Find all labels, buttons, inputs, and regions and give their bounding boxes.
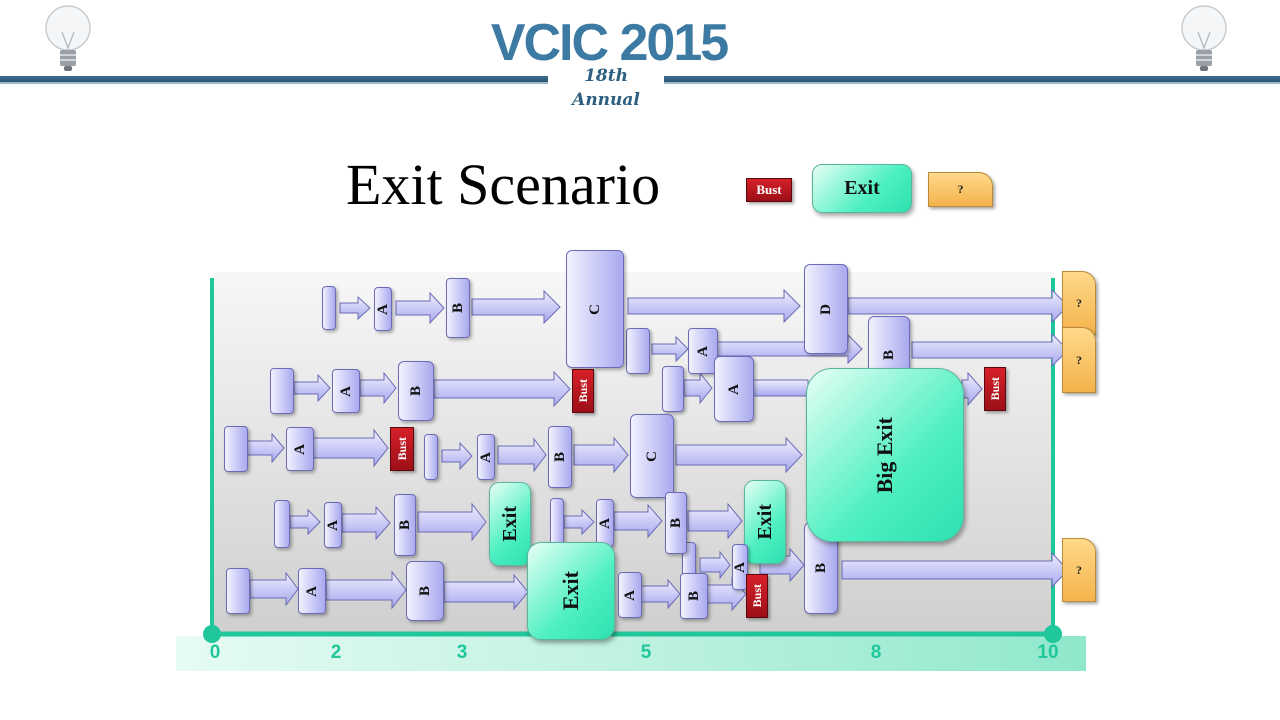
entry-bar xyxy=(550,498,564,548)
stage-a: A xyxy=(596,499,614,547)
legend-unknown: ? xyxy=(928,172,993,207)
arrow xyxy=(751,379,809,397)
arrow xyxy=(471,289,561,325)
stage-c: C xyxy=(630,414,674,498)
arrow xyxy=(639,578,681,610)
arrow xyxy=(613,503,663,539)
arrow xyxy=(359,371,397,405)
arrow xyxy=(683,371,713,405)
stage-a: A xyxy=(477,434,495,480)
arrow xyxy=(627,288,801,324)
arrow xyxy=(573,436,629,474)
outcome-big-exit: Big Exit xyxy=(806,368,964,542)
stage-a: A xyxy=(374,287,392,331)
stage-a: A xyxy=(618,572,642,618)
entry-bar xyxy=(662,366,684,412)
outcome-bust: Bust xyxy=(984,367,1006,411)
arrow xyxy=(443,573,529,611)
axis-tick: 8 xyxy=(870,642,882,663)
axis-tick: 10 xyxy=(1037,642,1059,663)
arrow xyxy=(847,288,1069,324)
axis-tick: 2 xyxy=(330,642,342,663)
stage-b: B xyxy=(398,361,434,421)
stage-a: A xyxy=(714,356,754,422)
timeline-band xyxy=(176,636,1086,671)
outcome-exit: Exit xyxy=(744,480,786,564)
stage-b: B xyxy=(394,494,416,556)
arrow xyxy=(339,295,371,321)
outcome-unknown: ? xyxy=(1062,327,1096,393)
entry-bar xyxy=(226,568,250,614)
stage-c: C xyxy=(566,250,624,368)
entry-bar xyxy=(270,368,294,414)
entry-bar xyxy=(424,434,438,480)
arrow xyxy=(249,571,299,607)
outcome-bust: Bust xyxy=(390,427,414,471)
arrow xyxy=(699,550,731,580)
outcome-exit: Exit xyxy=(489,482,531,566)
arrow xyxy=(441,441,473,471)
stage-a: A xyxy=(298,568,326,614)
arrow xyxy=(311,428,389,468)
stage-a: A xyxy=(732,544,748,590)
entry-bar xyxy=(274,500,290,548)
outcome-exit: Exit xyxy=(527,542,615,640)
outcome-bust: Bust xyxy=(572,369,594,413)
legend-bust: Bust xyxy=(746,178,792,202)
stage-b: B xyxy=(406,561,444,621)
stage-b: B xyxy=(548,426,572,488)
arrow xyxy=(563,508,595,536)
arrow xyxy=(289,508,321,536)
stage-a: A xyxy=(324,502,342,548)
arrow xyxy=(651,335,689,363)
arrow xyxy=(433,370,571,408)
timeline-start-dot xyxy=(203,625,221,643)
stage-a: A xyxy=(332,369,360,413)
logo-vcic: VCIC 2015 xyxy=(490,14,729,72)
arrow xyxy=(395,291,445,325)
timeline-end-dot xyxy=(1044,625,1062,643)
outcome-bust: Bust xyxy=(746,574,768,618)
legend-exit: Exit xyxy=(812,164,912,213)
arrow xyxy=(497,437,547,473)
axis-tick: 5 xyxy=(640,642,652,663)
stage-b: B xyxy=(680,573,708,619)
arrow xyxy=(687,502,743,540)
outcome-unknown: ? xyxy=(1062,538,1096,602)
arrow xyxy=(325,570,407,610)
arrow xyxy=(293,373,331,403)
lightbulb-icon-right xyxy=(1181,5,1227,71)
arrow xyxy=(417,502,487,542)
stage-d: D xyxy=(804,264,848,354)
axis-tick: 0 xyxy=(209,642,221,663)
arrow xyxy=(961,371,983,407)
stage-a: A xyxy=(688,328,718,374)
entry-bar xyxy=(626,328,650,374)
entry-bar xyxy=(322,286,336,330)
stage-b: B xyxy=(446,278,470,338)
axis-tick: 3 xyxy=(456,642,468,663)
entry-bar xyxy=(224,426,248,472)
stage-b: B xyxy=(665,492,687,554)
arrow xyxy=(841,551,1069,589)
page-title: Exit Scenario xyxy=(346,152,661,217)
lightbulb-icon-left xyxy=(45,5,91,71)
logo-annual: 18th Annual xyxy=(548,64,664,110)
arrow xyxy=(911,332,1069,368)
arrow xyxy=(341,505,391,541)
arrow xyxy=(245,432,285,464)
arrow xyxy=(675,436,803,474)
outcome-unknown: ? xyxy=(1062,271,1096,335)
stage-a: A xyxy=(286,427,314,471)
